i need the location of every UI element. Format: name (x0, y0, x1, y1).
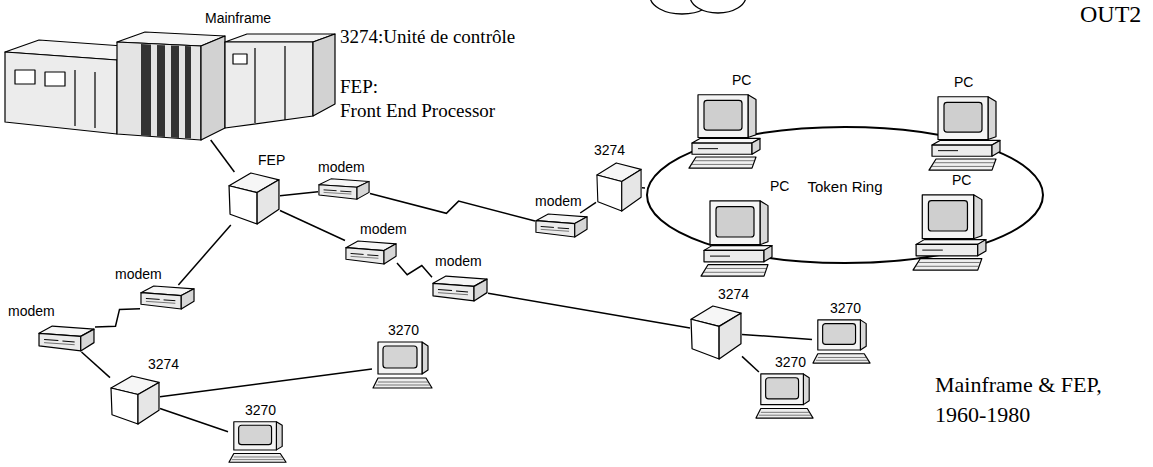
pc-node: PC (688, 92, 762, 170)
control-unit-node: 3274 (690, 305, 742, 360)
device-label: 3270 (775, 354, 806, 370)
period-note: 1960-1980 (935, 402, 1030, 428)
device-label: PC (770, 178, 789, 194)
device-label: modem (535, 193, 582, 209)
network-link (82, 352, 111, 378)
terminal-icon (755, 372, 815, 420)
terminal-icon (372, 340, 434, 390)
network-link (580, 202, 596, 213)
legend-note: 3274:Unité de contrôle (340, 25, 515, 48)
pc-node: PC (700, 198, 774, 278)
network-link (642, 187, 645, 189)
device-label: 3274 (718, 286, 749, 302)
network-link (280, 211, 345, 241)
mainframe-node: Mainframe (5, 30, 335, 140)
period-note: Mainframe & FEP, (935, 372, 1102, 398)
terminal-node: 3270 (812, 318, 872, 365)
network-link (160, 369, 372, 397)
modem-node: modem (140, 285, 195, 310)
control-unit-cube (690, 305, 742, 360)
device-label: modem (115, 266, 162, 282)
device-label: 3274 (148, 356, 179, 372)
pc-icon (928, 94, 1002, 172)
network-link (280, 192, 318, 196)
pc-node: PC (912, 192, 988, 272)
legend-note: Front End Processor (340, 99, 495, 122)
terminal-icon (812, 318, 872, 365)
device-label: 3274 (594, 142, 625, 158)
network-link (211, 140, 235, 172)
control-unit-cube (596, 162, 642, 212)
device-label: modem (435, 253, 482, 269)
modem-node: modem (432, 275, 488, 302)
modem-icon (432, 275, 488, 302)
pc-icon (688, 92, 762, 170)
device-label: 3270 (388, 322, 419, 338)
device-label: FEP (258, 152, 285, 168)
network-link (95, 309, 140, 327)
network-link (397, 263, 432, 277)
device-label: modem (318, 159, 365, 175)
modem-node: modem (345, 240, 397, 265)
pc-icon (912, 192, 988, 272)
device-label: modem (8, 303, 55, 319)
mainframe-illustration (5, 30, 335, 140)
device-label: PC (732, 72, 751, 88)
terminal-node: 3270 (755, 372, 815, 420)
network-link (160, 409, 228, 432)
device-label: Mainframe (205, 10, 271, 26)
control-unit-node: 3274 (110, 375, 160, 425)
modem-icon (345, 240, 397, 265)
network-link (742, 356, 759, 372)
device-label: 3270 (830, 300, 861, 316)
control-unit-node: 3274 (596, 162, 642, 212)
network-link (370, 193, 535, 221)
modem-icon (318, 178, 370, 200)
fep-node: FEP (228, 172, 280, 225)
modem-node: modem (318, 178, 370, 200)
ring-label: Token Ring (645, 179, 1045, 195)
device-label: 3270 (245, 402, 276, 418)
cloud-shape (690, 0, 746, 13)
legend-note: FEP: (340, 75, 378, 98)
terminal-node: 3270 (372, 340, 434, 390)
terminal-icon (228, 420, 288, 464)
modem-node: modem (535, 213, 588, 238)
network-link (178, 225, 230, 285)
page-code: OUT2 (1080, 0, 1141, 28)
device-label: modem (360, 221, 407, 237)
modem-icon (535, 213, 588, 238)
terminal-node: 3270 (228, 420, 288, 464)
modem-node: modem (38, 325, 95, 352)
pc-node: PC (928, 94, 1002, 172)
modem-icon (38, 325, 95, 352)
device-label: PC (952, 172, 971, 188)
network-link (488, 293, 690, 328)
device-label: PC (954, 74, 973, 90)
modem-icon (140, 285, 195, 310)
control-unit-cube (110, 375, 160, 425)
control-unit-cube (228, 172, 280, 225)
network-link (742, 334, 812, 339)
pc-icon (700, 198, 774, 278)
